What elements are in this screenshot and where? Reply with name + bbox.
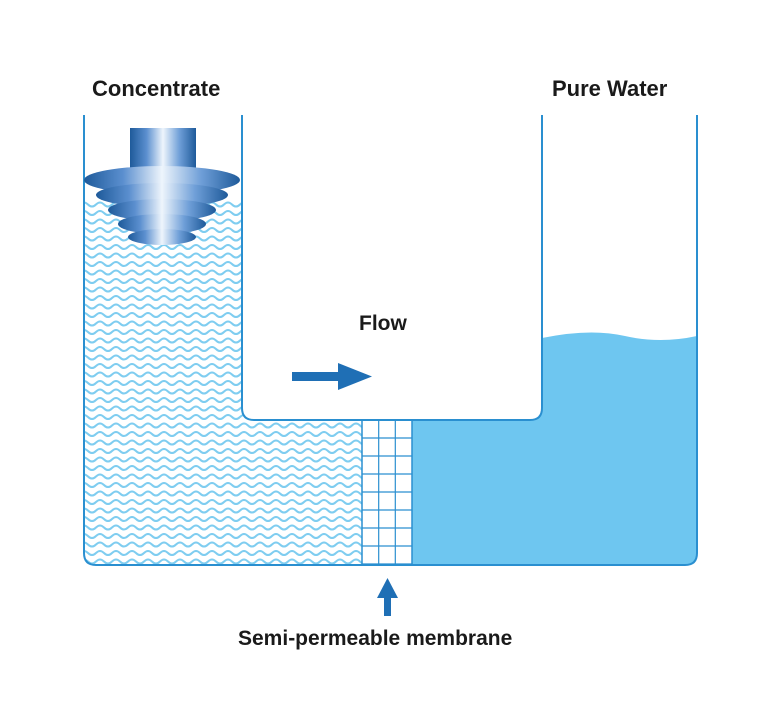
- wave-line: [84, 286, 362, 293]
- wave-line: [84, 252, 362, 259]
- wave-line: [84, 278, 362, 284]
- wave-line: [84, 312, 362, 318]
- flow-label: Flow: [359, 312, 407, 335]
- arrow-up-icon: [377, 578, 398, 616]
- wave-line: [84, 422, 362, 429]
- wave-line: [84, 465, 362, 471]
- wave-line: [84, 269, 362, 276]
- wave-line: [84, 558, 362, 565]
- wave-line: [84, 235, 362, 242]
- wave-line: [84, 473, 362, 480]
- wave-line: [84, 405, 362, 412]
- wave-line: [84, 439, 362, 446]
- wave-line: [84, 507, 362, 514]
- wave-line: [84, 414, 362, 420]
- wave-line: [84, 354, 362, 361]
- wave-line: [84, 303, 362, 310]
- wave-line: [84, 533, 362, 539]
- pipe-outlet-icon: [84, 128, 240, 245]
- membrane-label: Semi-permeable membrane: [238, 627, 512, 650]
- wave-line: [84, 490, 362, 497]
- wave-line: [84, 244, 362, 250]
- wave-line: [84, 524, 362, 531]
- wave-line: [84, 550, 362, 556]
- wave-line: [84, 448, 362, 454]
- wave-line: [84, 456, 362, 463]
- wave-line: [84, 337, 362, 344]
- wave-line: [84, 320, 362, 327]
- wave-line: [84, 295, 362, 301]
- semi-permeable-membrane: [361, 419, 413, 566]
- wave-line: [84, 482, 362, 488]
- tank-outline: [83, 115, 698, 566]
- concentrate-label: Concentrate: [92, 76, 220, 101]
- wave-line: [84, 516, 362, 522]
- wave-line: [80, 568, 384, 572]
- divider-wall: [241, 115, 543, 421]
- wave-line: [84, 261, 362, 267]
- wave-line: [84, 541, 362, 548]
- wave-line: [84, 499, 362, 505]
- wave-line: [84, 329, 362, 335]
- wave-line: [84, 346, 362, 352]
- pure-water-label: Pure Water: [552, 76, 668, 101]
- wave-line: [84, 431, 362, 437]
- wave-line: [84, 388, 362, 395]
- arrow-right-icon: [292, 363, 372, 390]
- pure-water: [412, 332, 697, 565]
- wave-line: [84, 397, 362, 403]
